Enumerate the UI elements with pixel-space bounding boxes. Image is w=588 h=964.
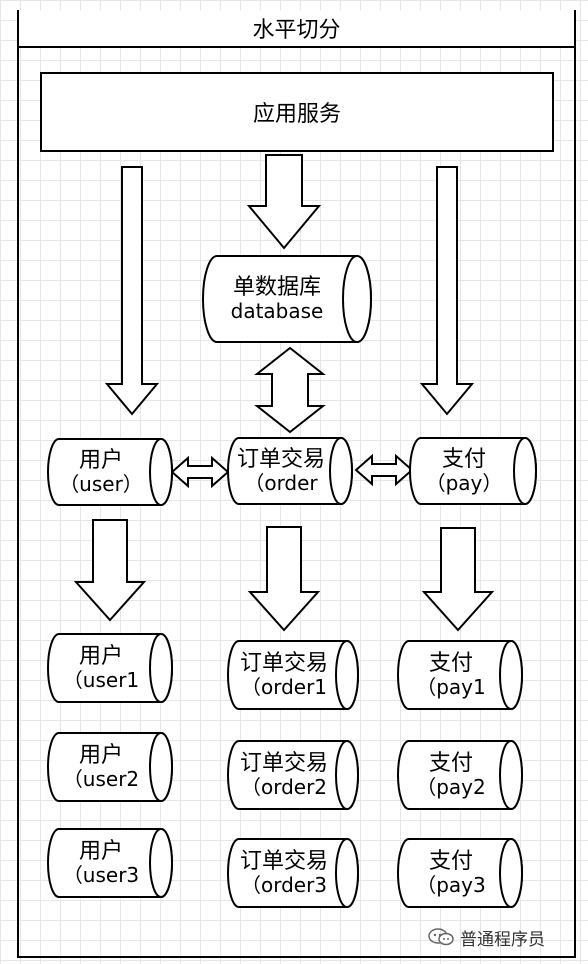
shard-user-3-label: 用户（user3 [48,828,172,898]
shard-order-1-title: 订单交易 [239,650,328,676]
shard-user-1: 用户（user1 [47,633,173,703]
table-user-subtitle: （user） [59,472,143,497]
table-pay-shape [409,437,537,505]
shard-user-1-subtitle: （user1 [62,668,140,693]
shard-pay-2-subtitle: （pay2 [416,775,486,800]
database-central-title: 单数据库 [232,274,321,300]
shard-pay-2-shape [397,740,523,810]
watermark: 普通程序员 [428,925,578,950]
table-pay-title: 支付 [441,446,486,472]
shard-order-3-title: 订单交易 [239,848,328,874]
shard-pay-3: 支付（pay3 [397,838,523,908]
shard-user-3: 用户（user3 [47,828,173,898]
outer-frame [17,48,576,958]
arrow-database-order-bidirectional [254,346,326,434]
table-order-label: 订单交易（order [228,437,352,505]
shard-user-3-title: 用户 [78,838,123,864]
shard-pay-2: 支付（pay2 [397,740,523,810]
shard-pay-1-shape [397,640,523,710]
arrow-pay-to-shards [421,527,495,632]
shard-order-2-shape [227,740,359,810]
table-order-subtitle: （order [244,471,318,496]
table-pay-subtitle: （pay） [425,471,503,496]
table-user-title: 用户 [78,447,123,473]
shard-order-1-shape [227,640,359,710]
shard-order-2-subtitle: （order2 [240,775,328,800]
shard-user-2-title: 用户 [78,742,123,768]
table-order-title: 订单交易 [236,446,325,472]
table-user-shape [47,438,173,506]
arrow-user-order-bidirectional [170,455,230,489]
shard-order-3: 订单交易（order3 [227,838,359,908]
database-central-shape [202,255,372,343]
shard-user-3-shape [47,828,173,898]
table-user-label: 用户（user） [48,438,172,506]
shard-order-2: 订单交易（order2 [227,740,359,810]
shard-pay-1-label: 支付（pay1 [398,640,522,710]
shard-user-1-title: 用户 [78,643,123,669]
shard-pay-1-title: 支付 [428,650,473,676]
arrow-user-to-shards [73,519,147,622]
shard-user-1-shape [47,633,173,703]
shard-user-3-subtitle: （user3 [62,863,140,888]
shard-user-2-subtitle: （user2 [62,767,140,792]
arrow-order-pay-bidirectional [354,453,414,487]
shard-user-2-shape [47,732,173,802]
table-user: 用户（user） [47,438,173,506]
shard-order-1: 订单交易（order1 [227,640,359,710]
shard-pay-2-title: 支付 [428,750,473,776]
watermark-text: 普通程序员 [460,929,545,950]
shard-user-2-label: 用户（user2 [48,732,172,802]
shard-order-2-label: 订单交易（order2 [228,740,358,810]
shard-pay-1-subtitle: （pay1 [416,675,486,700]
shard-user-1-label: 用户（user1 [48,633,172,703]
shard-order-1-subtitle: （order1 [240,675,328,700]
shard-order-1-label: 订单交易（order1 [228,640,358,710]
table-order: 订单交易（order [227,437,353,505]
shard-pay-3-shape [397,838,523,908]
table-pay-label: 支付（pay） [410,437,536,505]
shard-order-3-subtitle: （order3 [240,873,328,898]
diagram-title: 水平切分 [17,10,576,48]
arrow-service-to-user [104,166,160,416]
shard-order-2-title: 订单交易 [239,750,328,776]
database-central-subtitle: database [230,299,324,324]
arrow-service-to-database [246,154,322,250]
arrow-service-to-pay [419,166,475,416]
shard-pay-3-subtitle: （pay3 [416,873,486,898]
wechat-icon [428,928,454,946]
shard-user-2: 用户（user2 [47,732,173,802]
table-pay: 支付（pay） [409,437,537,505]
shard-pay-3-title: 支付 [428,848,473,874]
shard-pay-2-label: 支付（pay2 [398,740,522,810]
shard-order-3-label: 订单交易（order3 [228,838,358,908]
arrow-order-to-shards [247,526,321,632]
shard-order-3-shape [227,838,359,908]
shard-pay-1: 支付（pay1 [397,640,523,710]
app-service-box: 应用服务 [40,72,554,152]
shard-pay-3-label: 支付（pay3 [398,838,522,908]
table-order-shape [227,437,353,505]
